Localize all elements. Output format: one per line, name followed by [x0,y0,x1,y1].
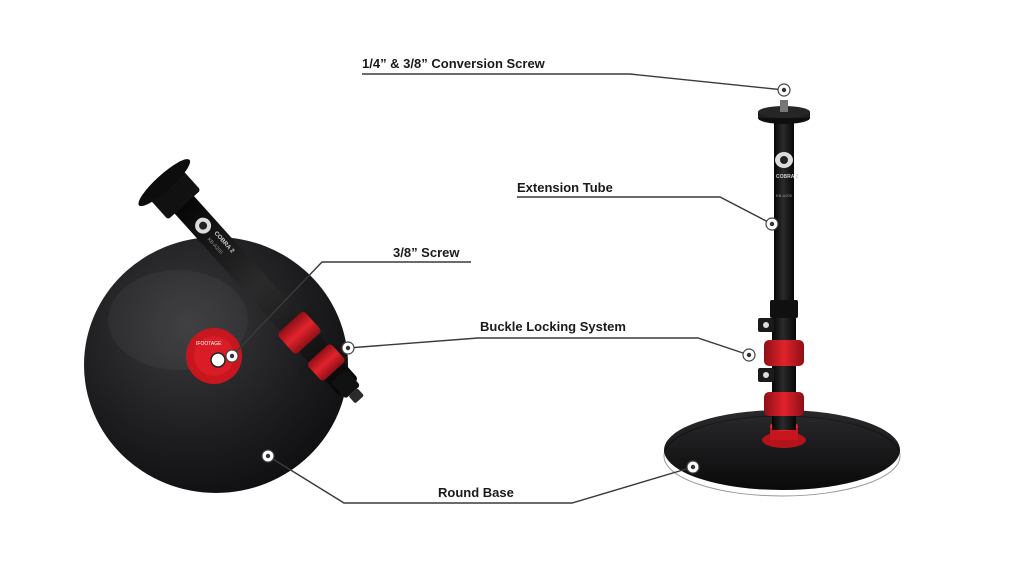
screw-mount-plate: IFOOTAGE [186,328,242,384]
brand-text-right: COBRA 2 [776,174,799,180]
mount-plate-brand: IFOOTAGE [196,341,222,347]
buckle-collar-left-1 [278,311,321,354]
right-stand-assembly: COBRA 2 KB-A200 [663,100,901,497]
label-screw-38: 3/8” Screw [393,245,460,260]
callout-round-base: Round Base [261,449,700,504]
buckle-collar-right-2 [764,392,804,416]
model-text-right: KB-A200 [776,193,793,198]
extension-tube-left: COBRA 2 KB-A200 [138,159,364,403]
label-round-base: Round Base [438,485,514,500]
cobra-logo-left [195,217,212,234]
callout-screw-38: 3/8” Screw [225,245,471,363]
label-conversion-screw: 1/4” & 3/8” Conversion Screw [362,56,546,71]
callout-extension-tube: Extension Tube [517,180,779,231]
conversion-screw-right [780,100,788,112]
round-base-right [664,410,900,490]
cobra-logo-right [775,152,793,168]
left-stand-assembly: IFOOTAGE COBRA 2 KB-A200 [84,159,364,493]
callout-conversion-screw: 1/4” & 3/8” Conversion Screw [362,56,791,97]
label-buckle-locking: Buckle Locking System [480,319,626,334]
buckle-collar-right-1 [764,340,804,366]
buckle-collar-left-2 [307,344,345,381]
label-extension-tube: Extension Tube [517,180,613,195]
extension-tube-right [774,118,794,318]
callout-buckle-locking: Buckle Locking System [341,319,756,362]
